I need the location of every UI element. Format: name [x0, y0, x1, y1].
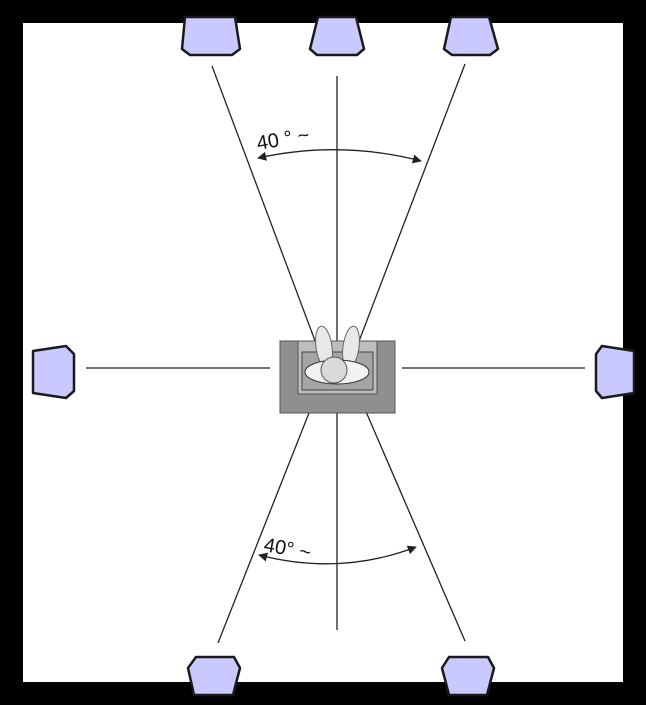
line-front-right	[347, 63, 466, 371]
line-rear-left	[217, 369, 327, 644]
speaker-icon	[31, 344, 76, 400]
line-rear-right	[347, 369, 466, 642]
speaker-icon	[594, 344, 636, 400]
line-front-left	[211, 65, 327, 371]
listener-icon	[304, 325, 370, 385]
speakers	[31, 15, 636, 697]
front-angle-arc	[257, 149, 422, 164]
speaker-icon	[440, 655, 496, 697]
speaker-icon	[180, 15, 242, 57]
speaker-icon	[186, 655, 242, 697]
rear-angle-arc	[258, 545, 417, 565]
speaker-icon	[442, 15, 500, 57]
speaker-icon	[308, 15, 366, 57]
sight-lines	[86, 63, 585, 644]
